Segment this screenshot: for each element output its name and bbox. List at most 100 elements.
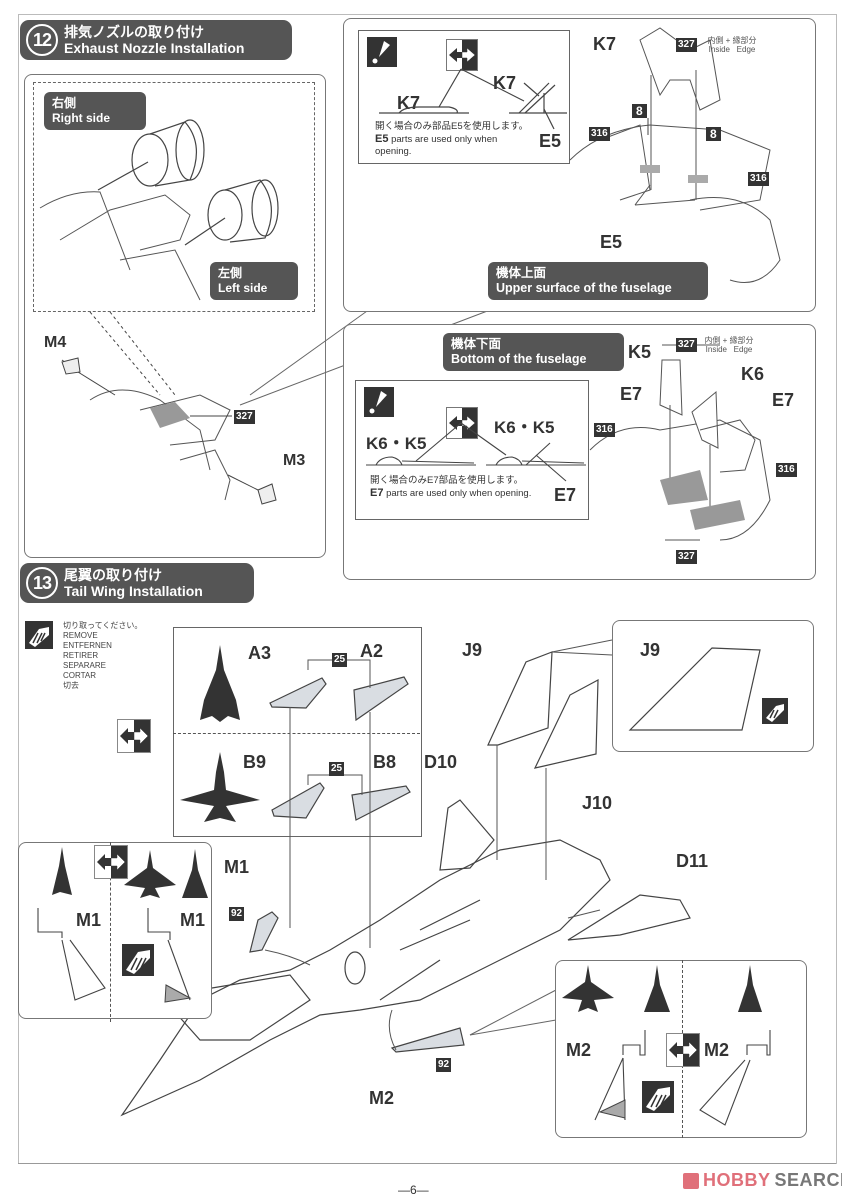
step-12-number: 12 [26, 24, 58, 56]
step-12-title-jp: 排気ノズルの取り付け [64, 24, 204, 40]
part-label-m2-left: M2 [566, 1040, 592, 1060]
silhouette-m2-right [738, 965, 762, 1012]
k7-open-closed-diagram [379, 68, 567, 130]
lower-note-text: 開く場合のみE7部品を使用します。 E7 parts are used only… [370, 475, 540, 500]
part-j9-detail [628, 647, 761, 731]
inside-jp-lower: 内側 [704, 336, 721, 345]
part-d10 [439, 799, 495, 871]
part-j9 [487, 651, 553, 746]
m3-leader [227, 474, 277, 505]
watermark-search: SEARCH [774, 1170, 842, 1190]
step-13-number: 13 [26, 567, 58, 599]
hobby-search-logo-icon [683, 1172, 699, 1189]
left-nozzle-drawing [184, 179, 279, 246]
part-label-d11: D11 [676, 851, 709, 871]
paint-code-327-upper: 327 [676, 38, 697, 52]
page-number: —6— [398, 1183, 429, 1197]
part-a2 [353, 676, 409, 722]
remove-cut-icon-j9 [762, 698, 788, 724]
part-d11 [567, 894, 691, 941]
nozzle-detail-dashed-box [33, 82, 315, 312]
part-label-k7-closed: K7 [397, 93, 421, 113]
part-m1 [249, 911, 279, 953]
remove-jp: 切り取ってください。 [63, 621, 143, 630]
upper-note-box: K7 K7 E5 開く場合のみ部品E5を使用します。 E5 parts are … [358, 30, 570, 164]
part-label-d10: D10 [424, 752, 458, 772]
remove-cut-icon [25, 621, 53, 649]
upper-surface-jp: 機体上面 [496, 266, 547, 280]
silhouette-spread-wing-b [180, 752, 260, 822]
part-label-m1-right: M1 [180, 910, 206, 930]
page-border-right [836, 14, 837, 1164]
lower-note-en-text: parts are used only when opening. [383, 488, 532, 499]
part-label-j10: J10 [582, 793, 613, 813]
part-label-m1-main: M1 [224, 857, 250, 877]
part-label-k5: K5 [628, 342, 652, 362]
paint-code-327-lower-top: 327 [676, 338, 697, 352]
paint-code-316-left: 316 [589, 127, 610, 141]
step-12-title-en: Exhaust Nozzle Installation [64, 40, 245, 56]
fuselage-rear-drawing [39, 191, 231, 501]
left-side-label: 左側 Left side [210, 262, 298, 300]
part-label-b9: B9 [243, 752, 267, 772]
inside-en-upper: Inside [708, 45, 730, 54]
alternative-arrow-icon [446, 39, 478, 71]
silhouette-m2-swept [644, 965, 670, 1012]
aircraft-silhouettes [180, 645, 260, 822]
part-label-j9: J9 [462, 640, 483, 660]
remove-en: REMOVE [63, 631, 98, 640]
watermark: HOBBY SEARCH [683, 1170, 842, 1191]
upper-note-en-text: parts are used only when opening. [375, 134, 498, 157]
paint-code-327-lower-bottom: 327 [676, 550, 697, 564]
lower-note-box: K6・K5 K6・K5 E7 開く場合のみE7部品を使用します。 E7 part… [355, 380, 589, 520]
part-label-m2-main: M2 [369, 1088, 395, 1108]
part-label-k6: K6 [741, 364, 765, 384]
part-label-j9-detail: J9 [640, 640, 661, 660]
part-label-e7-right: E7 [772, 390, 795, 410]
remove-fr: RETIRER [63, 651, 99, 660]
page-border-top [18, 14, 836, 15]
warning-icon [367, 37, 397, 67]
edge-jp-lower: 縁部分 [729, 336, 754, 345]
part-label-m4: M4 [44, 334, 67, 351]
paint-code-92-m1: 92 [229, 907, 245, 921]
part-label-a2: A2 [360, 641, 384, 661]
remove-legend: 切り取ってください。 REMOVE ENTFERNEN RETIRER SEPA… [63, 621, 142, 691]
right-nozzle-drawing [97, 119, 205, 191]
paint-code-92-m2: 92 [436, 1058, 452, 1072]
part-label-e7-note: E7 [554, 485, 577, 505]
left-side-jp: 左側 [218, 266, 243, 280]
remove-cut-icon-m2 [642, 1081, 674, 1113]
part-label-e7-left: E7 [620, 384, 643, 404]
paint-code-316-lower-right: 316 [776, 463, 797, 477]
part-label-k6k5-open: K6・K5 [494, 418, 555, 437]
part-label-e5-note: E5 [539, 131, 562, 151]
inside-jp-upper: 内側 [707, 36, 724, 45]
step-12-main-panel [24, 74, 326, 558]
part-label-b8: B8 [373, 752, 397, 772]
page-border-bottom [18, 1163, 836, 1164]
alternative-arrow-icon-m1 [94, 845, 128, 879]
part-b8 [351, 785, 411, 821]
plus-sign-lower: + [722, 336, 728, 345]
m2-cut-area [598, 1099, 626, 1119]
part-label-m3: M3 [283, 452, 306, 469]
remove-cut-icon-m1 [122, 944, 154, 976]
upper-note-en-part: E5 [375, 133, 389, 145]
bottom-fuselage-label: 機体下面 Bottom of the fuselage [443, 333, 624, 371]
silhouette-m1-left [52, 847, 72, 895]
stabilizer-option-divider [173, 733, 420, 734]
watermark-brand: HOBBY [703, 1170, 771, 1190]
step-13-title-jp: 尾翼の取り付け [64, 567, 162, 583]
paint-code-8-right: 8 [706, 127, 721, 141]
step-13-title-en: Tail Wing Installation [64, 583, 203, 599]
step-12-header: 12 排気ノズルの取り付け Exhaust Nozzle Installatio… [20, 20, 292, 60]
step-13-header: 13 尾翼の取り付け Tail Wing Installation [20, 563, 254, 603]
page-border-left [18, 14, 19, 1164]
dashed-leader-lines [89, 311, 176, 396]
edge-jp-upper: 縁部分 [732, 36, 757, 45]
left-side-en: Left side [218, 281, 268, 295]
upper-note-jp: 開く場合のみ部品E5を使用します。 [375, 121, 529, 132]
